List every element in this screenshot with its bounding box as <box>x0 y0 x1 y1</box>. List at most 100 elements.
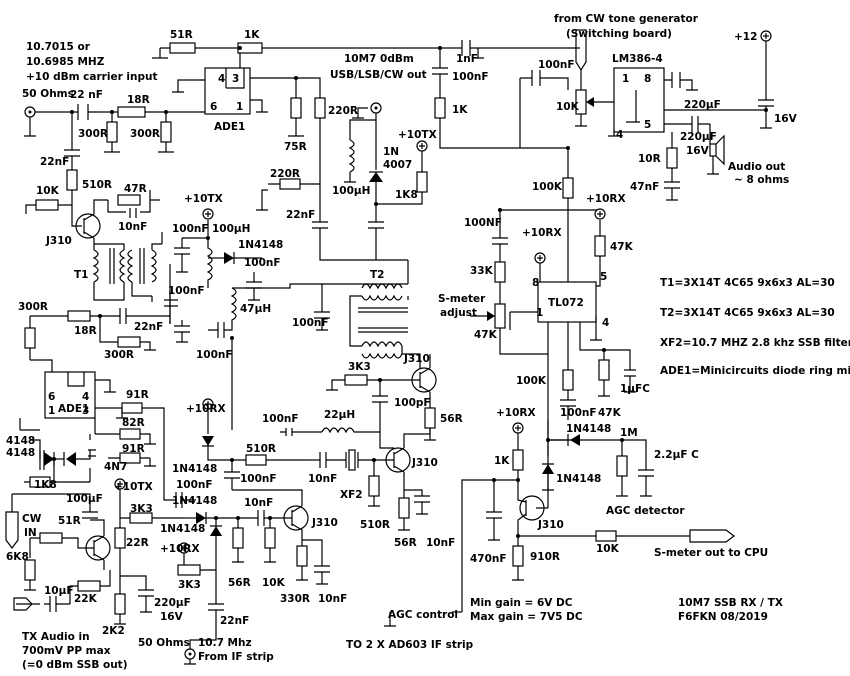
r300a-label: 300R <box>78 128 108 140</box>
r1k8b-label: 1K8 <box>34 479 57 491</box>
r1k-top-label: 1K <box>244 29 260 41</box>
r330r-label: 330R <box>280 593 310 605</box>
audio-amplifier-section: from CW tone generator (Switching board)… <box>519 13 798 201</box>
svg-text:3: 3 <box>82 405 89 417</box>
r33k-label: 33K <box>470 265 494 277</box>
j310b-label: J310 <box>403 353 430 365</box>
note-t2: T2=3X14T 4C65 9x6x3 AL=30 <box>660 307 835 319</box>
c2u2-label: 2.2µF C <box>654 449 699 461</box>
r22r-label: 22R <box>126 537 149 549</box>
r18r-in-label: 18R <box>127 94 150 106</box>
c100nfd-label: 100nF <box>196 349 233 361</box>
ohm50-input-label: 50 Ohms <box>22 88 74 100</box>
d1n4148f-label: 1N4148 <box>556 473 601 485</box>
plus10tx-label-c: +10TX <box>114 481 153 493</box>
r51rb-label: 51R <box>58 515 81 527</box>
c100nf-t1-label: 100nF <box>172 223 209 235</box>
r47r-label: 47R <box>124 183 147 195</box>
c1ufc-label: 1µFC <box>620 383 650 395</box>
ade1-top-mixer <box>204 67 251 115</box>
note-t1: T1=3X14T 4C65 9x6x3 AL=30 <box>660 277 835 289</box>
t1-label: T1 <box>74 269 88 281</box>
if-freq-label: 10.7 Mhz <box>198 637 252 649</box>
r18rb-label: 18R <box>74 325 97 337</box>
r220rb-label: 220R <box>270 168 300 180</box>
svg-text:3: 3 <box>232 73 239 85</box>
tx-audio-label-1: TX Audio in <box>22 631 90 643</box>
c16va-label: 16V <box>774 113 798 125</box>
c470nf-label: 470nF <box>470 553 507 565</box>
r910r-label: 910R <box>530 551 560 563</box>
c220ub-label: 220µF <box>680 131 717 143</box>
smeter-adj-label-2: adjust <box>440 307 477 319</box>
plus10rx-label-e: +10RX <box>160 543 200 555</box>
plus10rx-label-a: +10RX <box>522 227 562 239</box>
r91rb-label: 91R <box>122 443 145 455</box>
r10kc-label: 10K <box>596 543 620 555</box>
j310d-label: J310 <box>311 517 338 529</box>
j310e-label: J310 <box>537 519 564 531</box>
r10k-lm-label: 10K <box>556 101 580 113</box>
c220uc-label: 220µF <box>154 597 191 609</box>
max-gain-label: Max gain = 7V5 DC <box>470 611 583 623</box>
svg-text:8: 8 <box>532 277 539 289</box>
svg-text:1: 1 <box>48 405 55 417</box>
tl072-label: TL072 <box>548 297 584 309</box>
c10nfc-label: 10nF <box>426 537 455 549</box>
c100nfe-label: 100nF <box>292 317 329 329</box>
svg-text:1: 1 <box>236 101 243 113</box>
r10kb-label: 10K <box>262 577 286 589</box>
ohm50-if-label: 50 Ohms <box>138 637 190 649</box>
output-level-label: 10M7 0dBm <box>344 53 414 65</box>
d1n4007-label-2: 4007 <box>383 159 412 171</box>
l100uha-label: 100µH <box>332 185 370 197</box>
r75r-label: 75R <box>284 141 307 153</box>
carrier-input-section: 10.7015 or 10.6985 MHZ +10 dBm carrier i… <box>22 41 321 212</box>
r56ra-label: 56R <box>440 413 463 425</box>
xf2-crystal-filter <box>348 449 356 471</box>
plus10rx-label-d: +10RX <box>186 403 226 415</box>
smeter-out-label: S-meter out to CPU <box>654 547 768 559</box>
if-input-section: +10RX 1N4148 100nF 100nF 1N4148 1N4148 1… <box>138 398 347 665</box>
svg-text:5: 5 <box>600 271 607 283</box>
l22uh-label: 22µH <box>324 409 355 421</box>
r1k-out-label: 1K <box>452 104 468 116</box>
r3k3a-label: 3K3 <box>348 361 371 373</box>
r300b-label: 300R <box>130 128 160 140</box>
svg-text:6: 6 <box>48 391 55 403</box>
r1kb-label: 1K <box>494 455 510 467</box>
component-notes: T1=3X14T 4C65 9x6x3 AL=30 T2=3X14T 4C65 … <box>660 277 850 377</box>
r6k8-label: 6K8 <box>6 551 29 563</box>
j310a-label: J310 <box>45 235 72 247</box>
cw-in-label-1: CW <box>22 513 42 525</box>
cw-tone-label-1: from CW tone generator <box>554 13 699 25</box>
c1nf-label: 1nF <box>456 53 478 65</box>
c10nfe-label: 10nF <box>318 593 347 605</box>
d1n4148d-label: 1N4148 <box>160 523 205 535</box>
r510rc-label: 510R <box>360 519 390 531</box>
l100uhb-label: 100µH <box>212 223 250 235</box>
r1m-label: 1M <box>620 427 638 439</box>
r10r-label: 10R <box>638 153 661 165</box>
d1n4148a-label: 1N4148 <box>238 239 283 251</box>
cw-tone-label-2: (Switching board) <box>566 28 672 40</box>
smeter-adj-label-1: S-meter <box>438 293 486 305</box>
l47uh-label: 47µH <box>240 303 271 315</box>
svg-text:1: 1 <box>622 73 629 85</box>
svg-text:6: 6 <box>210 101 217 113</box>
freq-label-2: 10.6985 MHZ <box>26 56 105 68</box>
r3k3c-label: 3K3 <box>178 579 201 591</box>
tx-audio-label-3: (=0 dBm SSB out) <box>22 659 128 671</box>
r3k3b-label: 3K3 <box>130 503 153 515</box>
c10uf-label: 10µF <box>44 585 74 597</box>
r91ra-label: 91R <box>126 389 149 401</box>
audio-out-label-2: ~ 8 ohms <box>734 174 789 186</box>
c16vb-label: 16V <box>686 145 710 157</box>
r100ka-label: 100K <box>532 181 563 193</box>
min-gain-label: Min gain = 6V DC <box>470 597 573 609</box>
c100nf-lm-label: 100nF <box>538 59 575 71</box>
agc-control-section: +10RX 1K 470nF J310 910R 10K S-meter out… <box>346 407 783 651</box>
c10nfb-label: 10nF <box>308 473 337 485</box>
if-from-label: From IF strip <box>198 651 274 663</box>
